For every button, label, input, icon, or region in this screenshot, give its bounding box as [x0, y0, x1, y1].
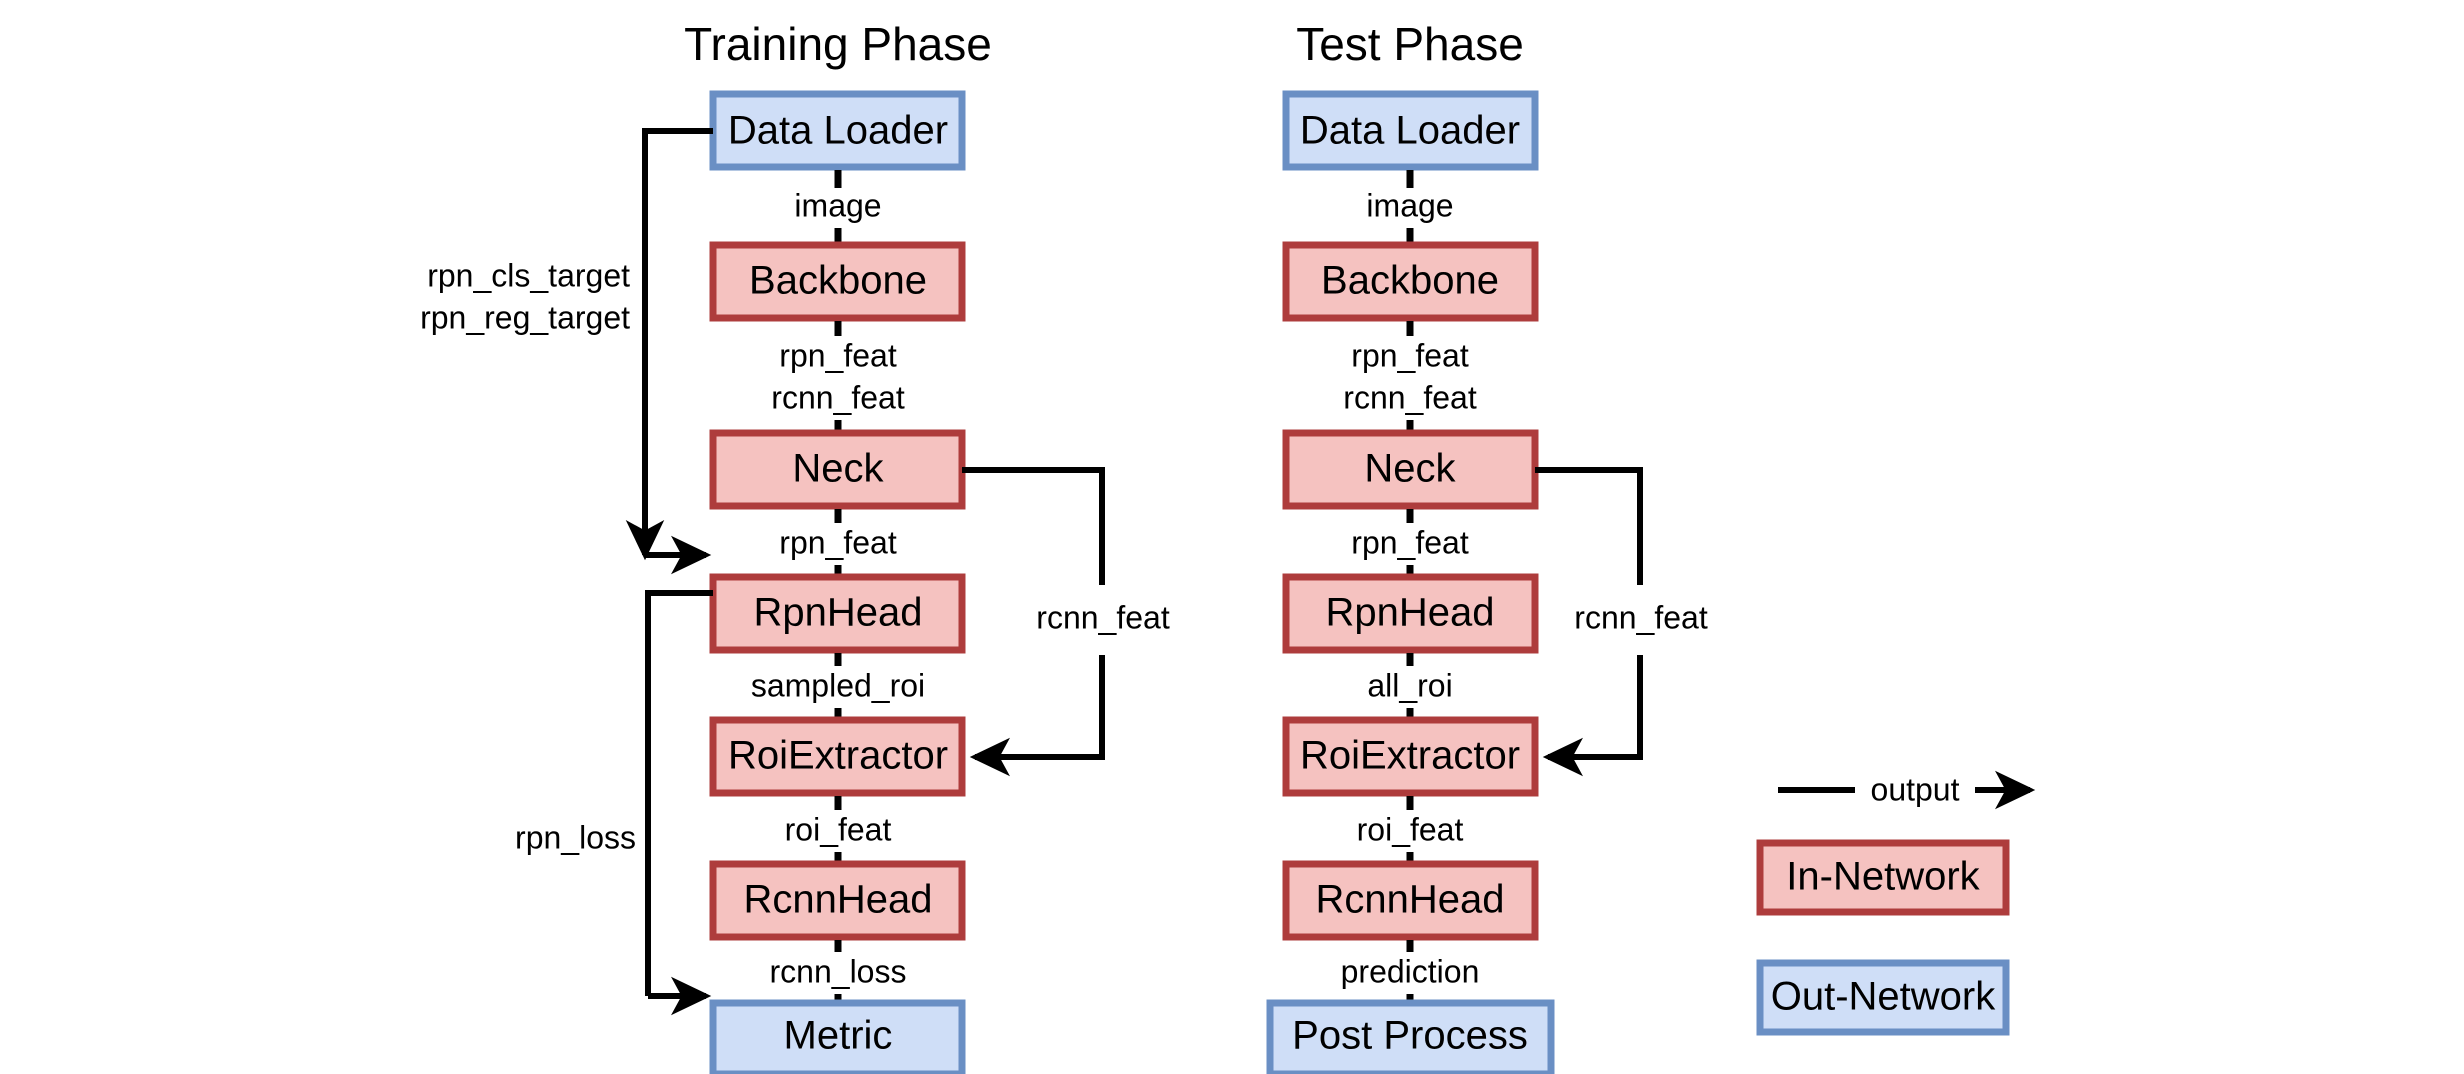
node-box[interactable]: [1282, 241, 1539, 322]
test-edge-label-prediction: prediction: [1341, 953, 1480, 989]
node-box[interactable]: [709, 999, 966, 1074]
test-node-rpn-head[interactable]: RpnHead: [1282, 573, 1539, 654]
training-edge-label-rpn-cls-target: rpn_cls_target: [427, 257, 630, 293]
training-node-metric[interactable]: Metric: [709, 999, 966, 1074]
node-box[interactable]: [709, 241, 966, 322]
training-edge-neck-to-roiextractor-upper: [962, 467, 1105, 585]
training-node-neck[interactable]: Neck: [709, 429, 966, 510]
test-node-backbone[interactable]: Backbone: [1282, 241, 1539, 322]
training-node-rcnn-head-label: RcnnHead: [743, 878, 932, 922]
test-edge-label-roi-feat: roi_feat: [1357, 811, 1464, 847]
node-box[interactable]: [709, 716, 966, 797]
test-node-post-process[interactable]: Post Process: [1266, 999, 1555, 1074]
test-edge-label-all-roi: all_roi: [1367, 667, 1452, 703]
training-edge-label-rcnn-feat-1: rcnn_feat: [771, 379, 905, 415]
training-edge-label-rpn-feat-2: rpn_feat: [779, 524, 897, 560]
training-edge-label-image: image: [794, 187, 881, 223]
test-edge-label-rcnn-feat-1: rcnn_feat: [1343, 379, 1477, 415]
test-node-rcnn-head-label: RcnnHead: [1315, 878, 1504, 922]
test-node-rpn-head-label: RpnHead: [1325, 591, 1494, 635]
node-box[interactable]: [1266, 999, 1555, 1074]
training-node-neck-label: Neck: [792, 447, 884, 491]
training-node-rpn-head-label: RpnHead: [753, 591, 922, 635]
test-node-roi-extractor[interactable]: RoiExtractor: [1282, 716, 1539, 797]
training-edge-dataloader-to-rpnhead: [625, 128, 713, 561]
test-edge-neck-to-roiextractor-lower: [1542, 655, 1643, 777]
node-box[interactable]: [1282, 90, 1539, 171]
test-node-rcnn-head[interactable]: RcnnHead: [1282, 860, 1539, 941]
node-box[interactable]: [709, 860, 966, 941]
training-edge-label-rpn-loss: rpn_loss: [515, 819, 636, 855]
training-edge-label-rcnn-feat-2: rcnn_feat: [1036, 599, 1170, 635]
test-node-neck[interactable]: Neck: [1282, 429, 1539, 510]
test-edge-label-image: image: [1366, 187, 1453, 223]
training-edge-rpnhead-to-metric: [645, 590, 713, 996]
legend-in-network-label: In-Network: [1786, 855, 1980, 899]
test-node-roi-extractor-label: RoiExtractor: [1300, 734, 1520, 778]
test-node-data-loader-label: Data Loader: [1300, 109, 1520, 153]
training-node-data-loader-label: Data Loader: [728, 109, 948, 153]
training-edge-label-sampled-roi: sampled_roi: [751, 667, 925, 703]
legend: output In-Network Out-Network: [1756, 770, 2036, 1036]
training-edge-label-roi-feat: roi_feat: [785, 811, 892, 847]
test-phase-title: Test Phase: [1296, 18, 1524, 70]
legend-swatch-box: [1756, 839, 2010, 916]
test-node-post-process-label: Post Process: [1292, 1014, 1528, 1058]
training-node-roi-extractor[interactable]: RoiExtractor: [709, 716, 966, 797]
test-node-neck-label: Neck: [1364, 447, 1456, 491]
node-box[interactable]: [709, 429, 966, 510]
test-edge-label-rpn-feat-1: rpn_feat: [1351, 337, 1469, 373]
test-edge-label-rpn-feat-2: rpn_feat: [1351, 524, 1469, 560]
test-edge-label-rcnn-feat-2: rcnn_feat: [1574, 599, 1708, 635]
legend-in-network-swatch: In-Network: [1756, 839, 2010, 916]
training-node-roi-extractor-label: RoiExtractor: [728, 734, 948, 778]
training-node-rpn-head[interactable]: RpnHead: [709, 573, 966, 654]
test-node-data-loader[interactable]: Data Loader: [1282, 90, 1539, 171]
training-node-data-loader[interactable]: Data Loader: [709, 90, 966, 171]
training-edge-neck-to-roiextractor-lower: [969, 655, 1105, 777]
training-node-backbone-label: Backbone: [749, 259, 927, 303]
training-node-backbone[interactable]: Backbone: [709, 241, 966, 322]
training-node-metric-label: Metric: [784, 1014, 893, 1058]
test-node-backbone-label: Backbone: [1321, 259, 1499, 303]
training-phase-title: Training Phase: [684, 18, 992, 70]
test-phase-column: Test Phase Data Loader image Backbone rp…: [1266, 18, 1708, 1074]
legend-arrow-label: output: [1871, 771, 1960, 807]
training-edge-label-rcnn-loss: rcnn_loss: [770, 953, 907, 989]
legend-out-network-label: Out-Network: [1771, 975, 1996, 1019]
node-box[interactable]: [1282, 716, 1539, 797]
node-box[interactable]: [1282, 573, 1539, 654]
node-box[interactable]: [1282, 860, 1539, 941]
legend-out-network-swatch: Out-Network: [1756, 959, 2010, 1036]
training-edge-label-rpn-reg-target: rpn_reg_target: [420, 299, 630, 335]
test-edge-neck-to-roiextractor-upper: [1535, 467, 1643, 585]
legend-swatch-box: [1756, 959, 2010, 1036]
training-edge-label-rpn-feat-1: rpn_feat: [779, 337, 897, 373]
node-box[interactable]: [709, 573, 966, 654]
training-node-rcnn-head[interactable]: RcnnHead: [709, 860, 966, 941]
training-phase-column: Training Phase Data Loader image Backbon…: [420, 18, 1170, 1074]
